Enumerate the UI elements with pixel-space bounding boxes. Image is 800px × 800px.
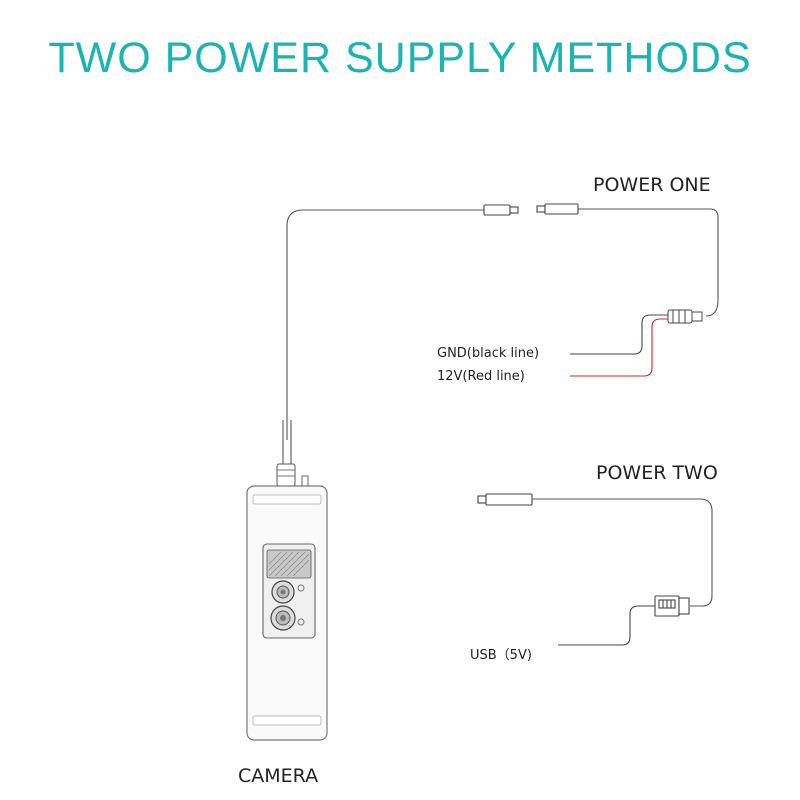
power-one-male-plug: [483, 204, 519, 216]
gnd-wire: [570, 314, 668, 355]
power-one-cable: [282, 208, 719, 468]
usb-plug: [654, 595, 690, 617]
power-one-label: POWER ONE: [593, 174, 711, 196]
gnd-label: GND(black line): [437, 346, 540, 361]
camera-label: CAMERA: [238, 765, 319, 787]
power-one-female-plug: [536, 203, 579, 215]
usb-label: USB（5V): [470, 648, 532, 663]
camera-body: [246, 463, 328, 741]
power-two-cable: [532, 498, 713, 607]
v12-wire: [570, 318, 668, 377]
power-two-micro-plug: [477, 493, 533, 506]
usb-wire: [558, 605, 655, 646]
power-one-splitter: [667, 309, 703, 324]
power-two-label: POWER TWO: [596, 462, 718, 484]
v12-label: 12V(Red line): [437, 369, 525, 384]
diagram-title: TWO POWER SUPPLY METHODS: [48, 34, 752, 82]
